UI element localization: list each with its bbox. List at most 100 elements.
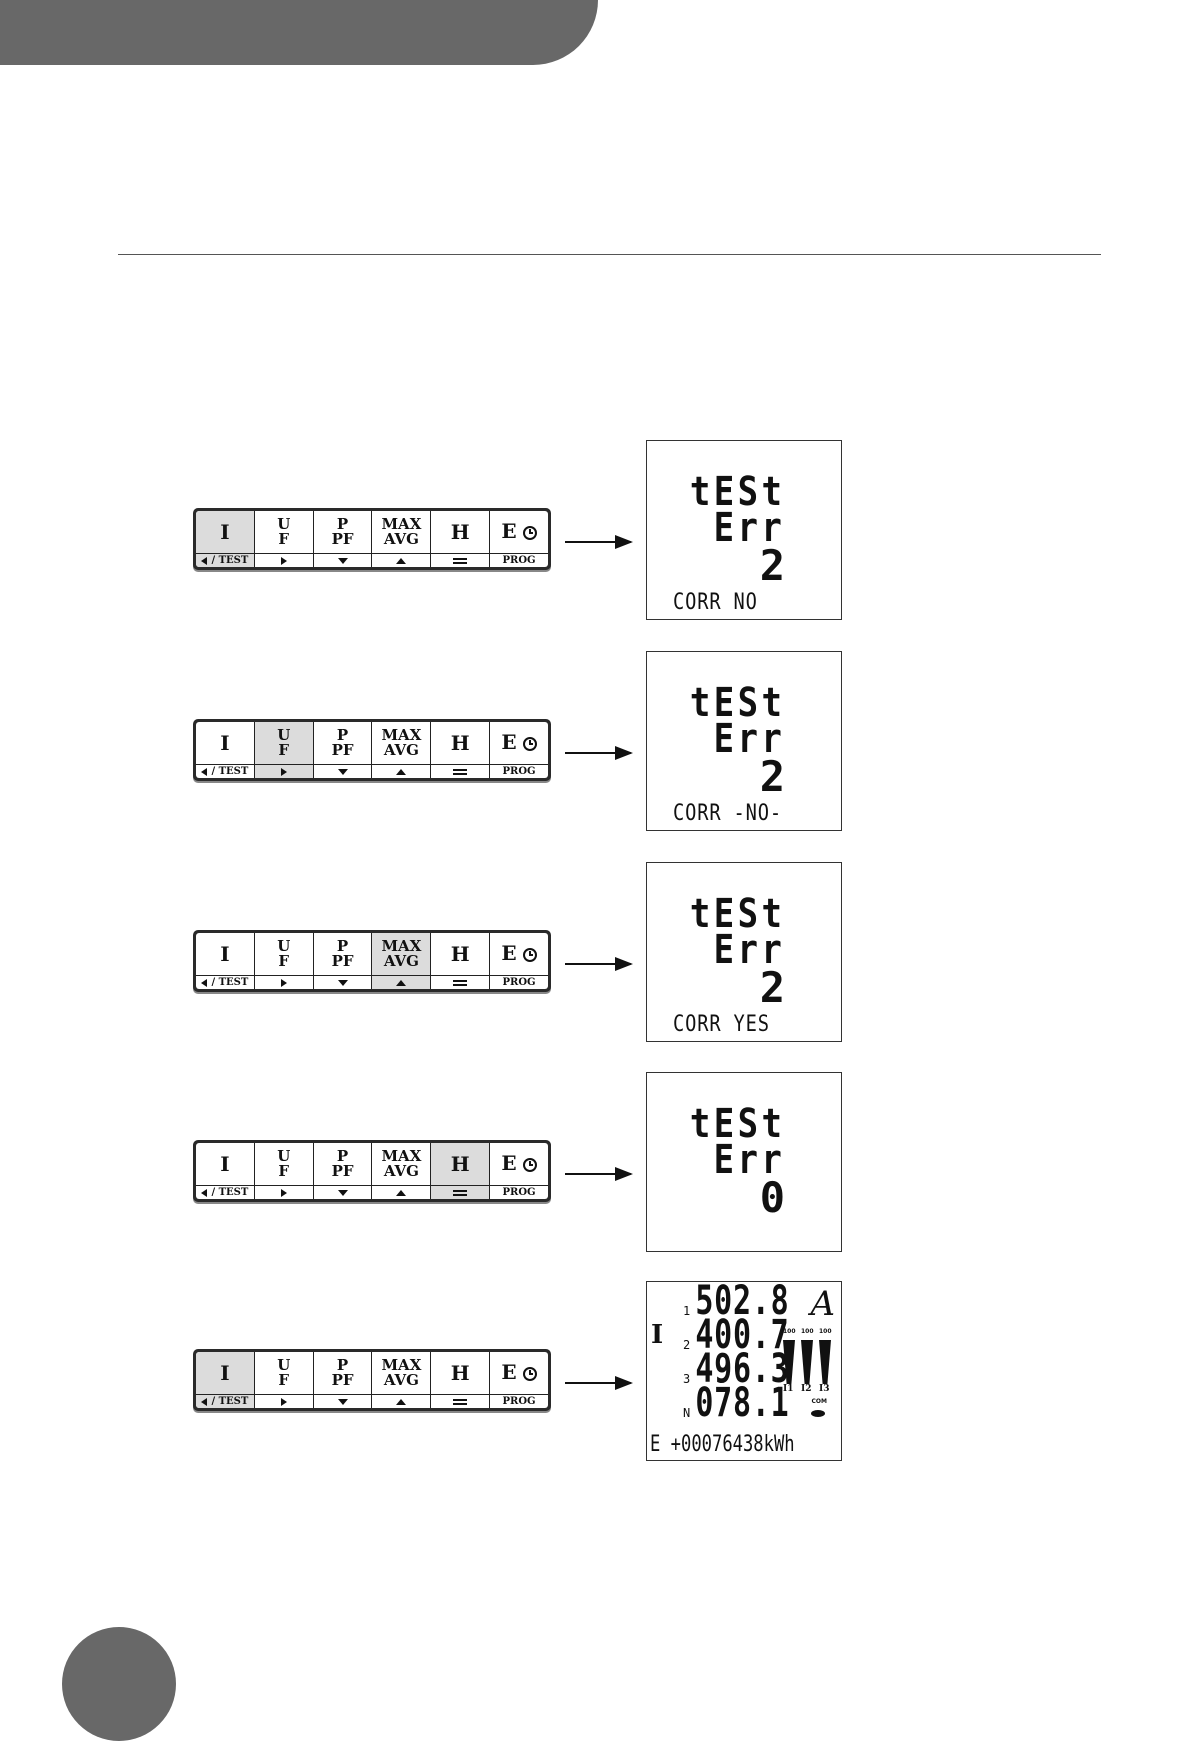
down-arrow-icon [337,1189,348,1196]
phase-label: 3 [683,1372,691,1386]
up-arrow-icon [396,768,407,775]
clock-icon [522,947,537,962]
lcd-status: CORR -NO- [673,801,782,826]
up-arrow-icon [396,557,407,564]
bar-i3 [819,1340,831,1384]
left-arrow-icon [201,978,208,987]
key-h[interactable]: H [431,511,491,567]
left-arrow-icon [201,767,208,776]
up-arrow-icon [396,1189,407,1196]
arrow-icon [565,746,633,760]
lcd-line-3: 2 [759,752,785,801]
bar-scale-label: 100 [783,1328,796,1335]
lcd-line-3: 0 [759,1173,785,1222]
lcd-line-3: 2 [759,963,785,1012]
key-h[interactable]: H [431,722,491,778]
lcd-display: tESt Err 2 CORR YES [646,862,842,1042]
bar-label-i3: I3 [819,1384,830,1394]
neutral-label: N [683,1406,691,1420]
right-arrow-icon [280,1188,287,1197]
left-arrow-icon [201,1397,208,1406]
menu-bars-icon [453,557,468,564]
page-number-tab [62,1627,176,1741]
key-h[interactable]: H [431,1352,491,1408]
lcd-line-1: tESt [689,891,785,937]
lcd-measurement-display: I A 1 502.8 2 400.7 3 496.3 N 078.1 100 … [646,1278,842,1461]
down-arrow-icon [337,1398,348,1405]
energy-readout: E +00076438kWh [650,1432,795,1457]
unit-label: A [810,1284,835,1324]
key-i-test[interactable]: I/ TEST [196,1143,255,1199]
key-h[interactable]: H [431,933,491,989]
arrow-icon [565,1376,633,1390]
bar-i2 [801,1340,813,1384]
lcd-status: CORR NO [673,590,758,615]
phase-value: 496.3 [694,1346,789,1392]
up-arrow-icon [396,979,407,986]
clock-icon [522,1157,537,1172]
right-arrow-icon [280,556,287,565]
down-arrow-icon [337,979,348,986]
com-label: COM [811,1398,827,1405]
lcd-line-2: Err [713,1137,785,1183]
lcd-line-1: tESt [689,1101,785,1147]
menu-bars-icon [453,768,468,775]
key-i-test[interactable]: I/ TEST [196,511,255,567]
bar-label-i2: I2 [801,1384,812,1394]
com-indicator [811,1410,825,1417]
key-i-test[interactable]: I/ TEST [196,722,255,778]
lcd-status: CORR YES [673,1012,770,1037]
menu-bars-icon [453,1398,468,1405]
header-tab [0,0,598,65]
bar-scale-label: 100 [801,1328,814,1335]
right-arrow-icon [280,978,287,987]
bar-graph: 100 100 100 I1 I2 I3 [783,1328,835,1394]
down-arrow-icon [337,768,348,775]
section-divider [118,254,1101,255]
key-i-test[interactable]: I/ TEST [196,1352,255,1408]
lcd-line-3: 2 [759,541,785,590]
clock-icon [522,525,537,540]
key-h[interactable]: H [431,1143,491,1199]
key-i-test[interactable]: I/ TEST [196,933,255,989]
left-arrow-icon [201,556,208,565]
arrow-icon [565,957,633,971]
phase-label: 1 [683,1304,691,1318]
quantity-symbol: I [651,1320,664,1350]
menu-bars-icon [453,979,468,986]
down-arrow-icon [337,557,348,564]
clock-icon [522,1366,537,1381]
lcd-display: tESt Err 2 CORR NO [646,440,842,620]
lcd-line-1: tESt [689,680,785,726]
lcd-line-2: Err [713,716,785,762]
lcd-display: tESt Err 2 CORR -NO- [646,651,842,831]
